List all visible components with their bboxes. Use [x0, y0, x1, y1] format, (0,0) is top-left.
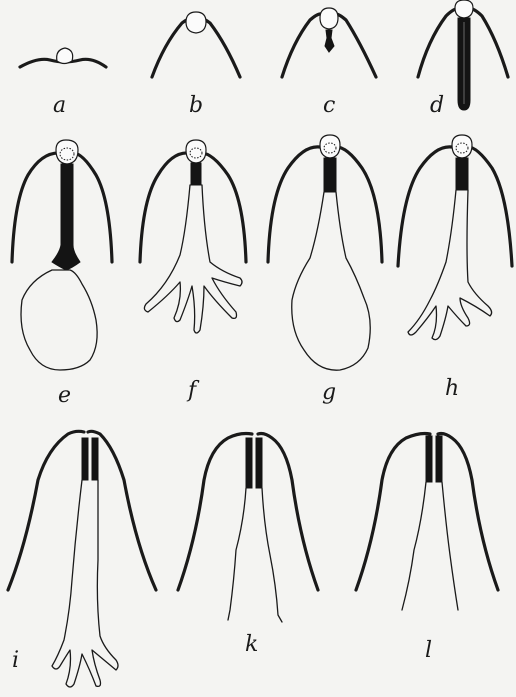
panel-k-drawing — [178, 434, 318, 623]
label-i: i — [12, 650, 19, 672]
panel-e-drawing — [12, 140, 112, 370]
panel-h-drawing — [398, 135, 512, 340]
label-a: a — [53, 95, 66, 117]
panel-f-drawing — [140, 140, 246, 333]
label-l: l — [425, 640, 432, 662]
label-e: e — [58, 385, 71, 407]
panel-c-drawing — [282, 8, 376, 77]
label-k: k — [245, 634, 258, 656]
panel-a-drawing — [20, 48, 106, 67]
label-c: c — [323, 95, 335, 117]
label-h: h — [445, 378, 459, 400]
label-d: d — [430, 95, 444, 117]
panel-i-drawing — [8, 431, 156, 687]
label-f: f — [188, 380, 196, 402]
panel-g-drawing — [268, 135, 382, 370]
label-g: g — [322, 382, 336, 404]
panel-l-drawing — [356, 434, 498, 611]
label-b: b — [189, 95, 203, 117]
panel-b-drawing — [152, 12, 240, 77]
